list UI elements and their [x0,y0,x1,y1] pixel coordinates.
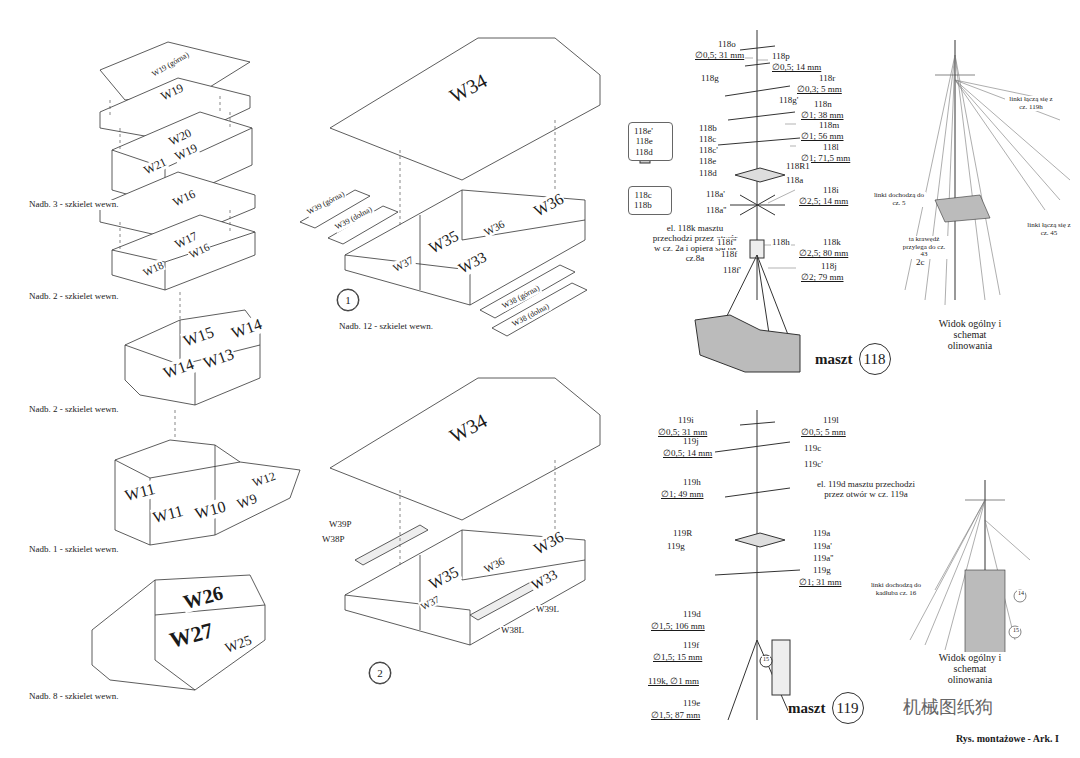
dimension-label: ∅2,5; 80 mm [798,249,849,259]
part-label: linki dochodzą do kadłuba cz. 16 [866,582,926,597]
part-label: 118f [720,250,738,260]
view-number: 1 [337,289,359,311]
part-label: 118R1 [785,162,811,172]
detail-box: 118c118b [628,186,672,215]
part-label: 118o [717,40,737,50]
node-text: 2 [377,667,383,679]
node-text: 118b [634,200,666,210]
part-label: 118r [818,74,836,84]
part-label: 119h [682,478,702,488]
mast-number: maszt 119 [788,692,864,724]
part-label: 118l [822,143,840,153]
part-label: Nadb. 3 - szkielet wewn. [28,200,119,210]
part-label: 118k [822,238,842,248]
part-label: 119a [812,529,831,539]
part-label: 118b [698,124,718,134]
part-label: 15 [762,656,770,663]
part-label: 118f'' [716,238,737,248]
view-number: 2 [369,662,391,684]
part-label: linki łączą się z cz. 45 [1026,222,1072,237]
node-text: 1 [345,294,351,306]
part-label: 119g [666,542,686,552]
mast-number: maszt 118 [815,343,891,375]
node-text: 118c [635,190,666,200]
part-label: Widok ogólny i schemat olinowania [930,652,1010,685]
part-label: 机械图纸狗 [902,697,994,717]
node-text: 118d [635,147,667,157]
part-label: 118c' [698,146,719,156]
part-label: 119d [682,610,702,620]
part-label: 118n [813,100,833,110]
part-label: 119g [812,566,832,576]
node-text: maszt [815,351,853,368]
part-label: 15 [1012,627,1020,634]
part-label: Rys. montażowe - Ark. I [955,733,1060,744]
node-text: 118e' [634,126,667,136]
part-label: 118f' [722,266,742,276]
part-label: 118j [820,262,838,272]
part-label: 119c [803,444,822,454]
dimension-label: ∅1,5; 87 mm [650,711,701,721]
part-label: el. 119d masztu przechodzi przez otwór w… [806,480,926,500]
part-label: 2c [915,258,926,268]
part-label: 119i [677,416,695,426]
part-label: 119e [682,699,701,709]
part-label: Nadb. 8 - szkielet wewn. [28,692,119,702]
part-label: Widok ogólny i schemat olinowania [930,318,1010,351]
part-label: ta krawędź przylega do cz. 43 [898,236,950,259]
node-text: maszt [788,700,826,717]
part-label: 119f [682,641,700,651]
part-label: 118h [771,238,791,248]
dimension-label: ∅1; 38 mm [800,111,845,121]
part-label: 119j [682,437,700,447]
dimension-label: ∅2; 79 mm [800,273,845,283]
dimension-label: ∅0,5; 14 mm [662,449,713,459]
part-label: 118d [698,169,718,179]
node-text: 119 [832,692,864,724]
part-label: 118g [700,74,720,84]
dimension-label: 119k, ∅1 mm [647,677,700,687]
part-label: 119a'' [812,554,834,564]
dimension-label: ∅1,5; 106 mm [650,622,706,632]
part-label: 118i [822,186,840,196]
dimension-label: ∅0,3; 5 mm [796,85,843,95]
detail-box: 118e'118e118d [628,122,673,161]
part-label: 118c [698,135,717,145]
part-label: 119l [822,416,840,426]
dimension-label: ∅1; 49 mm [660,490,705,500]
part-label: W38P [321,535,346,545]
dimension-label: ∅1,5; 15 mm [652,653,703,663]
node-text: 118e [636,136,667,146]
part-label: W39P [328,520,353,530]
dimension-label: ∅0,5; 5 mm [800,428,847,438]
part-label: 119a' [812,542,833,552]
part-label: linki łączą się z cz. 119h [1005,96,1057,111]
dimension-label: ∅0,5; 31 mm [694,51,745,61]
dimension-label: ∅2,5; 14 mm [798,197,849,207]
part-label: 118a' [705,190,726,200]
part-label: linki dochodzą do cz. 5 [872,192,926,207]
part-label: 118m [818,121,840,131]
node-text: 118 [859,343,891,375]
part-label: Nadb. 12 - szkielet wewn. [338,322,434,332]
part-label: 118a [785,176,804,186]
part-label: 119c' [803,460,824,470]
part-label: W39L [535,605,560,615]
dimension-label: ∅1; 31 mm [798,578,843,588]
part-label: 118a'' [705,206,727,216]
part-label: 118p [771,52,791,62]
dimension-label: ∅1; 56 mm [800,132,845,142]
part-label: 14 [1017,590,1025,597]
part-label: 119R [672,529,693,539]
part-label: Nadb. 2 - szkielet wewn. [28,405,119,415]
part-label: 118g' [778,96,799,106]
part-label: Nadb. 2 - szkielet wewn. [28,292,119,302]
part-label: Nadb. 1 - szkielet wewn. [28,545,119,555]
part-label: W38L [500,626,525,636]
dimension-label: ∅0,5; 14 mm [771,63,822,73]
part-label: 118e [698,157,717,167]
